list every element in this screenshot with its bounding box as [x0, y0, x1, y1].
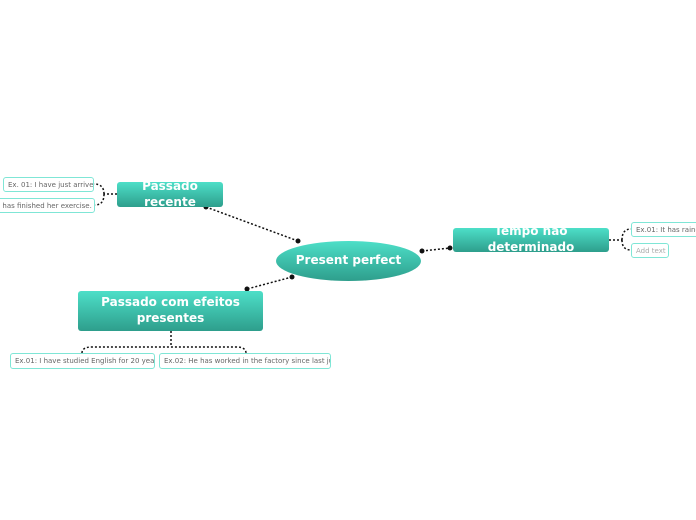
connector-undetermined — [421, 247, 451, 252]
leaf-effects-2[interactable]: Ex.02: He has worked in the factory sinc… — [159, 353, 331, 369]
leaf-recent-2[interactable]: She has finished her exercise. — [0, 198, 95, 213]
topic-passado-com-efeitos[interactable]: Passado com efeitos presentes — [78, 291, 263, 331]
leaf-effects-1[interactable]: Ex.01: I have studied English for 20 yea… — [10, 353, 155, 369]
topic-tempo-nao-determinado[interactable]: Tempo não determinado — [453, 224, 609, 254]
leaf-undetermined-1[interactable]: Ex.01: It has rained — [631, 222, 696, 237]
leaf-recent-1[interactable]: Ex. 01: I have just arrived — [3, 177, 94, 192]
connector-recent — [205, 206, 299, 242]
central-topic[interactable]: Present perfect — [276, 241, 421, 281]
connector-recent-leaves — [93, 183, 117, 206]
topic-passado-recente[interactable]: Passado recente — [117, 179, 223, 209]
connector-effects — [246, 276, 293, 290]
connector-undetermined-leaves — [609, 228, 632, 251]
leaf-add-text[interactable]: Add text — [631, 243, 669, 258]
connector-effects-leaves — [81, 331, 247, 354]
